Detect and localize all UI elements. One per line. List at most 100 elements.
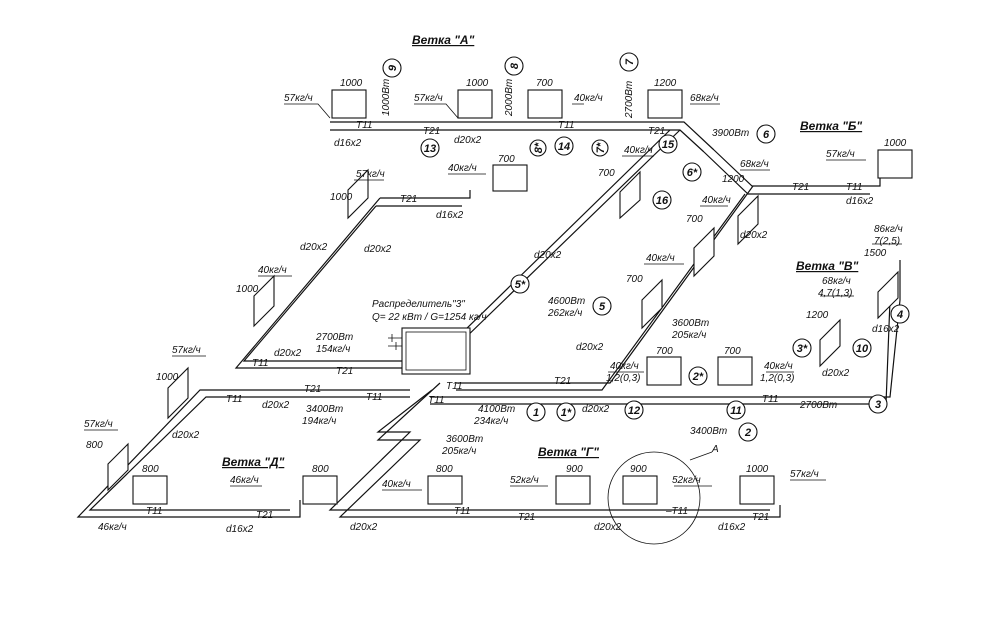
branch-a-title: Ветка "А" <box>412 33 475 47</box>
branch-d-title: Ветка "Д" <box>222 455 285 469</box>
radiator-g1 <box>555 475 591 505</box>
radiators <box>107 89 913 505</box>
sections-n6s-label: 6* <box>687 167 698 179</box>
powers-s1b-label: 234кг/ч <box>473 416 508 427</box>
distributor: Распределитель"3" Q= 22 кВт / G=1254 кг/… <box>372 299 487 375</box>
powers-s7-label: 2700Вт <box>624 81 635 119</box>
radiator-d2 <box>302 475 338 505</box>
radiators-l4-label: 1000 <box>156 372 179 383</box>
sections-n7s-label: 7* <box>595 142 607 153</box>
sections-n5s-label: 5* <box>515 279 526 291</box>
markers-t11-label: T11 <box>366 392 383 403</box>
radiators-g3-label: 1000 <box>746 464 769 475</box>
pipes-d1-label: d16x2 <box>226 524 254 535</box>
radiator-v2 <box>819 318 841 368</box>
radiators-v1-label: 1500 <box>864 248 887 259</box>
pipes-g2-label: d20x2 <box>594 522 622 533</box>
section-badges: 9 8 7 8* 7* 13 14 15 6 6* 16 5* 5 4 10 3… <box>382 52 910 442</box>
radiator-m2 <box>693 226 715 278</box>
branch-b-title: Ветка "Б" <box>800 119 862 133</box>
pipe-left-riser-a <box>234 197 402 369</box>
radiators-g2-label: 900 <box>630 464 647 475</box>
pipes-g1-label: d20x2 <box>350 522 378 533</box>
radiator-r2 <box>717 356 753 386</box>
markers-t11-label: T11 <box>226 394 243 405</box>
circle-shape-75 <box>868 394 888 414</box>
pipes-b1-label: d16x2 <box>846 196 874 207</box>
pipes-c3-label: d20x2 <box>172 430 200 441</box>
flows-a1-label: 57кг/ч <box>284 93 313 104</box>
radiators-m1-label: 700 <box>598 168 615 179</box>
flows-g2-label: 52кг/ч <box>672 475 701 486</box>
radiators-d2-label: 800 <box>312 464 329 475</box>
pipes-l3-label: d20x2 <box>262 400 290 411</box>
circle-shape-65 <box>592 296 612 316</box>
powers-sm-label: 3600Вт <box>672 318 709 329</box>
circle-shape-60 <box>658 134 678 154</box>
pipes-a2-label: d20x2 <box>454 135 482 146</box>
circle-shape-64 <box>510 274 530 294</box>
radiators-v2-label: 1200 <box>806 310 829 321</box>
pipes-v2-label: d20x2 <box>822 368 850 379</box>
radiators-m3-label: 700 <box>626 274 643 285</box>
pipes-g3-label: d16x2 <box>718 522 746 533</box>
radiator-v1 <box>877 270 899 320</box>
pipe-left-riser-b <box>242 205 402 362</box>
powers-s9-label: 1000Вт <box>381 79 392 116</box>
flows-m1-label: 40кг/ч <box>624 145 653 156</box>
leader-lines <box>84 103 902 491</box>
path-shape-50 <box>510 479 826 487</box>
pipes-b2-label: d20x2 <box>740 230 768 241</box>
pipes-l2-label: d20x2 <box>274 348 302 359</box>
flows-d1-label: 46кг/ч <box>98 522 127 533</box>
circle-shape-69 <box>688 366 708 386</box>
distributor-title: Распределитель"3" <box>372 299 465 310</box>
pipe-riser-a-supply <box>429 129 681 373</box>
circle-shape-74 <box>738 422 758 442</box>
pipe-lower-left-return <box>88 396 410 511</box>
pipe-network <box>76 121 901 518</box>
radiator-g3 <box>739 475 775 505</box>
circle-shape-59 <box>554 136 574 156</box>
circle-shape-71 <box>726 400 746 420</box>
powers-sg-label: 3600Вт <box>446 434 483 445</box>
sections-n15-label: 15 <box>662 139 675 151</box>
circle-shape-72 <box>526 402 546 422</box>
circle-shape-61 <box>756 124 776 144</box>
circle-shape-57 <box>591 139 609 157</box>
flows-l3-label: 57кг/ч <box>172 345 201 356</box>
flows-r1-label: 40кг/ч <box>610 361 639 372</box>
powers-slb-label: 194кг/ч <box>302 416 336 427</box>
pipe-branch-b-supply <box>713 149 881 187</box>
sections-n13-label: 13 <box>424 143 436 155</box>
markers-t21-label: T21 <box>400 194 417 205</box>
flows-d2-label: 46кг/ч <box>230 475 259 486</box>
pipe-central-riser-supply <box>456 185 754 384</box>
pipe-branch-a-supply <box>330 121 715 151</box>
markers-t21-label: T21 <box>554 376 571 387</box>
radiators-l2-label: 1000 <box>236 284 259 295</box>
flows-c1-label: 40кг/ч <box>448 163 477 174</box>
radiators-a4-label: 1200 <box>654 78 677 89</box>
circle-shape-62 <box>682 162 702 182</box>
powers-s5-label: 4600Вт <box>548 296 585 307</box>
sections-n14-label: 14 <box>558 141 570 153</box>
markers-t21-label: T21 <box>256 510 273 521</box>
radiator-l2 <box>253 274 275 328</box>
radiator-m3 <box>641 278 663 330</box>
detail-mark: А <box>711 444 719 455</box>
radiators-c2-label: 1200 <box>722 174 745 185</box>
circle-shape-55 <box>619 52 639 72</box>
flow-labels: 57кг/ч 57кг/ч 40кг/ч 68кг/ч 57кг/ч 57кг/… <box>84 93 903 533</box>
powers-sgb-label: 205кг/ч <box>441 446 476 457</box>
sections-n16-label: 16 <box>656 195 669 207</box>
circle-shape-68 <box>792 338 812 358</box>
radiators-l5-label: 800 <box>86 440 103 451</box>
markers-t11-label: T11 <box>454 506 471 517</box>
sections-n4-label: 4 <box>896 309 903 321</box>
markers-t21-label: T21 <box>648 126 665 137</box>
powers-sdist-label: 2700Вт <box>315 332 353 343</box>
radiators-a1-label: 1000 <box>340 78 363 89</box>
path-shape-48 <box>84 243 902 431</box>
